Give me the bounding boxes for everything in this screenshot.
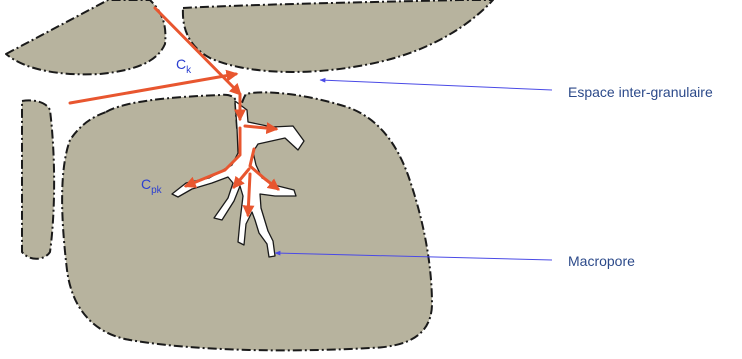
label-macropore: Macropore: [568, 253, 635, 269]
grain-left: [22, 100, 54, 258]
label-cpk-subscript: pk: [151, 185, 163, 196]
flow-arrow-down-middle: [248, 174, 250, 215]
pointer-inter-granular: [320, 80, 552, 90]
label-inter-granular-space: Espace inter-granulaire: [568, 84, 713, 100]
grain-top-left: [6, 0, 165, 74]
label-ck-subscript: k: [186, 65, 192, 76]
label-ck: Ck: [176, 56, 192, 76]
grain-top-right: [183, 0, 493, 72]
label-cpk-main: C: [141, 176, 151, 192]
label-ck-main: C: [176, 56, 186, 72]
